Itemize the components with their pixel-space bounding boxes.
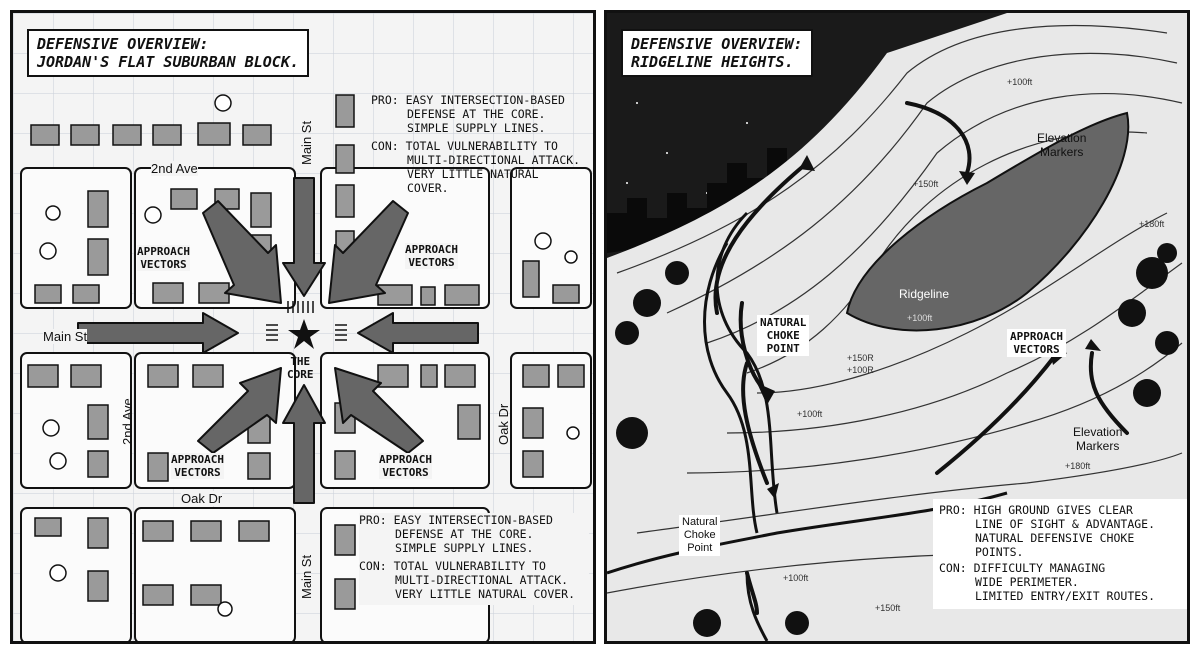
left-panel-suburban-map: DEFENSIVE OVERVIEW: JORDAN'S FLAT SUBURB… [10, 10, 596, 644]
arrow-nw [202, 200, 282, 304]
elevation-markers-label-top: Elevation Markers [1037, 131, 1087, 159]
arrow-north [282, 177, 326, 297]
arrow-south [282, 384, 326, 504]
elevation-marker: +150ft [875, 603, 901, 613]
arrowhead-icon [799, 155, 815, 171]
right-panel-ridgeline-map: DEFENSIVE OVERVIEW: RIDGELINE HEIGHTS. R… [604, 10, 1190, 644]
natural-choke-point-label: NATURAL CHOKE POINT [757, 315, 810, 356]
approach-arrow [713, 161, 809, 315]
left-panel-caption: DEFENSIVE OVERVIEW: JORDAN'S FLAT SUBURB… [27, 29, 309, 77]
elevation-marker: +100ft [1007, 77, 1033, 87]
arrow-se [334, 367, 424, 454]
elevation-marker: +180ft [1065, 461, 1091, 471]
street-label-main-st-west: Main St [43, 329, 88, 344]
ridgeline-label: Ridgeline [899, 287, 950, 301]
elevation-marker: +100ft [797, 409, 823, 419]
elevation-marker: +150R [847, 353, 874, 363]
left-top-pro-con-note: PRO: EASY INTERSECTION-BASED DEFENSE AT … [371, 93, 581, 195]
arrow-west [77, 312, 239, 354]
street-label-main-st-north: Main St [299, 120, 314, 165]
right-panel-caption: DEFENSIVE OVERVIEW: RIDGELINE HEIGHTS. [621, 29, 813, 77]
elevation-marker: +180ft [1139, 219, 1165, 229]
suburban-map-drawing [13, 13, 593, 641]
elevation-marker: +100R [847, 365, 874, 375]
approach-vectors-label: APPROACH VECTORS [1007, 329, 1066, 357]
arrow-sw [197, 367, 282, 454]
street-label-main-st-south: Main St [299, 554, 314, 599]
elevation-markers-label-bottom: Elevation Markers [1073, 425, 1123, 453]
right-pro-con-note: PRO: HIGH GROUND GIVES CLEAR LINE OF SIG… [933, 499, 1187, 609]
elevation-marker: +100ft [907, 313, 933, 323]
arrow-east [357, 312, 479, 354]
street-label-oak-dr-vertical: Oak Dr [496, 403, 511, 445]
elevation-marker: +150ft [913, 179, 939, 189]
core-star-icon [288, 319, 320, 349]
street-label-oak-dr: Oak Dr [181, 491, 223, 506]
street-label-2nd-ave-vertical: 2nd Ave [120, 398, 135, 445]
arrow-ne [328, 200, 409, 304]
street-label-2nd-ave: 2nd Ave [151, 161, 198, 176]
elevation-marker: +100ft [783, 573, 809, 583]
left-bottom-pro-con-note: PRO: EASY INTERSECTION-BASED DEFENSE AT … [359, 513, 589, 605]
natural-choke-point-label-small: Natural Choke Point [679, 515, 721, 556]
